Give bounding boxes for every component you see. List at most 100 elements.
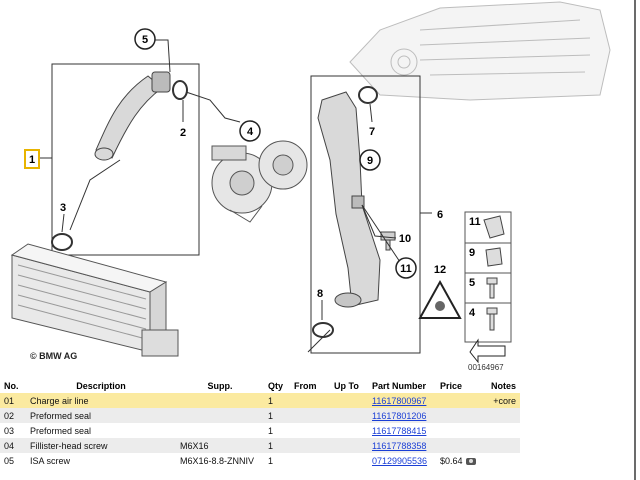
svg-text:5: 5	[142, 34, 148, 46]
seal-7	[358, 86, 378, 104]
col-header-upto: Up To	[330, 378, 368, 393]
cell-notes	[476, 453, 520, 468]
nut-icon	[485, 247, 503, 267]
part-number-link[interactable]: 11617801206	[372, 410, 427, 421]
part-number-link[interactable]: 11617788415	[372, 425, 427, 436]
table-header-row: No. Description Supp. Qty From Up To Par…	[0, 378, 520, 393]
charge-air-line-hose	[94, 71, 171, 161]
cell-description: Fillister-head screw	[26, 438, 176, 453]
col-header-notes: Notes	[476, 378, 520, 393]
cell-from	[290, 438, 330, 453]
cell-qty: 1	[264, 438, 290, 453]
cell-from	[290, 423, 330, 438]
cell-upto	[330, 453, 368, 468]
cell-part-number: 11617788415	[368, 423, 436, 438]
warning-label-12	[418, 279, 462, 319]
callout-12: 12	[434, 264, 446, 276]
cell-price	[436, 393, 476, 408]
cell-price	[436, 423, 476, 438]
legend-label-9: 9	[469, 247, 475, 259]
cell-upto	[330, 423, 368, 438]
sensor-10	[380, 231, 396, 251]
cell-price	[436, 438, 476, 453]
callout-2: 2	[180, 127, 186, 139]
callout-11: 11	[395, 257, 417, 279]
cell-supp: M6X16	[176, 438, 264, 453]
cell-part-number: 11617800967	[368, 393, 436, 408]
cell-description: Preformed seal	[26, 408, 176, 423]
group-box-1	[51, 63, 200, 256]
cell-part-number: 11617801206	[368, 408, 436, 423]
cell-notes	[476, 438, 520, 453]
cell-supp	[176, 393, 264, 408]
screw-icon-4	[486, 307, 498, 331]
col-header-qty: Qty	[264, 378, 290, 393]
cell-description: Charge air line	[26, 393, 176, 408]
callout-8: 8	[317, 288, 323, 300]
cell-part-number: 11617788358	[368, 438, 436, 453]
cell-no: 02	[0, 408, 26, 423]
table-row[interactable]: 05 ISA screw M6X16-8.8-ZNNIV 1 071299055…	[0, 453, 520, 468]
cell-no: 04	[0, 438, 26, 453]
hardware-legend: 11 9 5 4	[464, 211, 512, 364]
seal-3	[51, 233, 73, 251]
legend-label-11: 11	[469, 216, 481, 228]
group-box-6	[310, 75, 421, 354]
col-header-no: No.	[0, 378, 26, 393]
screw-icon-5	[486, 277, 498, 299]
turbocharger	[211, 140, 308, 223]
charge-air-pipe	[317, 91, 381, 308]
intercooler	[10, 243, 179, 357]
callout-6: 6	[437, 209, 443, 221]
cell-from	[290, 393, 330, 408]
seal-2	[172, 80, 188, 100]
callout-3: 3	[60, 202, 66, 214]
page-edge-rule	[634, 0, 636, 480]
table-row[interactable]: 03 Preformed seal 1 11617788415	[0, 423, 520, 438]
cell-upto	[330, 438, 368, 453]
part-number-link[interactable]: 07129905536	[372, 455, 428, 466]
cell-qty: 1	[264, 423, 290, 438]
cell-qty: 1	[264, 408, 290, 423]
col-header-price: Price	[436, 378, 476, 393]
cell-part-number: 07129905536	[368, 453, 436, 468]
callout-7: 7	[369, 126, 375, 138]
arrow-icon	[469, 338, 506, 364]
table-row[interactable]: 04 Fillister-head screw M6X16 1 11617788…	[0, 438, 520, 453]
parts-diagram: 5 4 9 11 1 2 3 6 7 8 10 12 11 9 5 4	[10, 1, 611, 364]
leader-lines	[40, 39, 432, 353]
parts-table: No. Description Supp. Qty From Up To Par…	[0, 378, 520, 468]
svg-text:11: 11	[400, 263, 412, 275]
cell-supp: M6X16-8.8-ZNNIV	[176, 453, 264, 468]
svg-text:1: 1	[29, 154, 35, 166]
col-header-description: Description	[26, 378, 176, 393]
table-row[interactable]: 02 Preformed seal 1 11617801206	[0, 408, 520, 423]
cell-no: 03	[0, 423, 26, 438]
cell-description: ISA screw	[26, 453, 176, 468]
cell-no: 01	[0, 393, 26, 408]
cell-qty: 1	[264, 393, 290, 408]
legend-label-5: 5	[469, 277, 475, 289]
cell-supp	[176, 423, 264, 438]
cell-price: $0.64	[436, 453, 476, 468]
cell-price	[436, 408, 476, 423]
part-number-link[interactable]: 11617788358	[372, 440, 427, 451]
table-row[interactable]: 01 Charge air line 1 11617800967 +core	[0, 393, 520, 408]
cell-upto	[330, 393, 368, 408]
camera-icon[interactable]	[465, 457, 476, 465]
cell-notes: +core	[476, 393, 520, 408]
part-number-link[interactable]: 11617800967	[372, 395, 427, 406]
engine-block	[349, 1, 611, 101]
cell-upto	[330, 408, 368, 423]
parts-table-container: No. Description Supp. Qty From Up To Par…	[0, 378, 520, 468]
copyright-text: © BMW AG	[30, 351, 78, 361]
cell-notes	[476, 408, 520, 423]
cell-description: Preformed seal	[26, 423, 176, 438]
cell-supp	[176, 408, 264, 423]
col-header-supp: Supp.	[176, 378, 264, 393]
callout-4: 4	[239, 120, 261, 142]
legend-label-4: 4	[469, 307, 476, 319]
callout-9: 9	[359, 149, 381, 171]
diagram-number: 00164967	[468, 363, 504, 372]
callout-10: 10	[399, 233, 411, 245]
